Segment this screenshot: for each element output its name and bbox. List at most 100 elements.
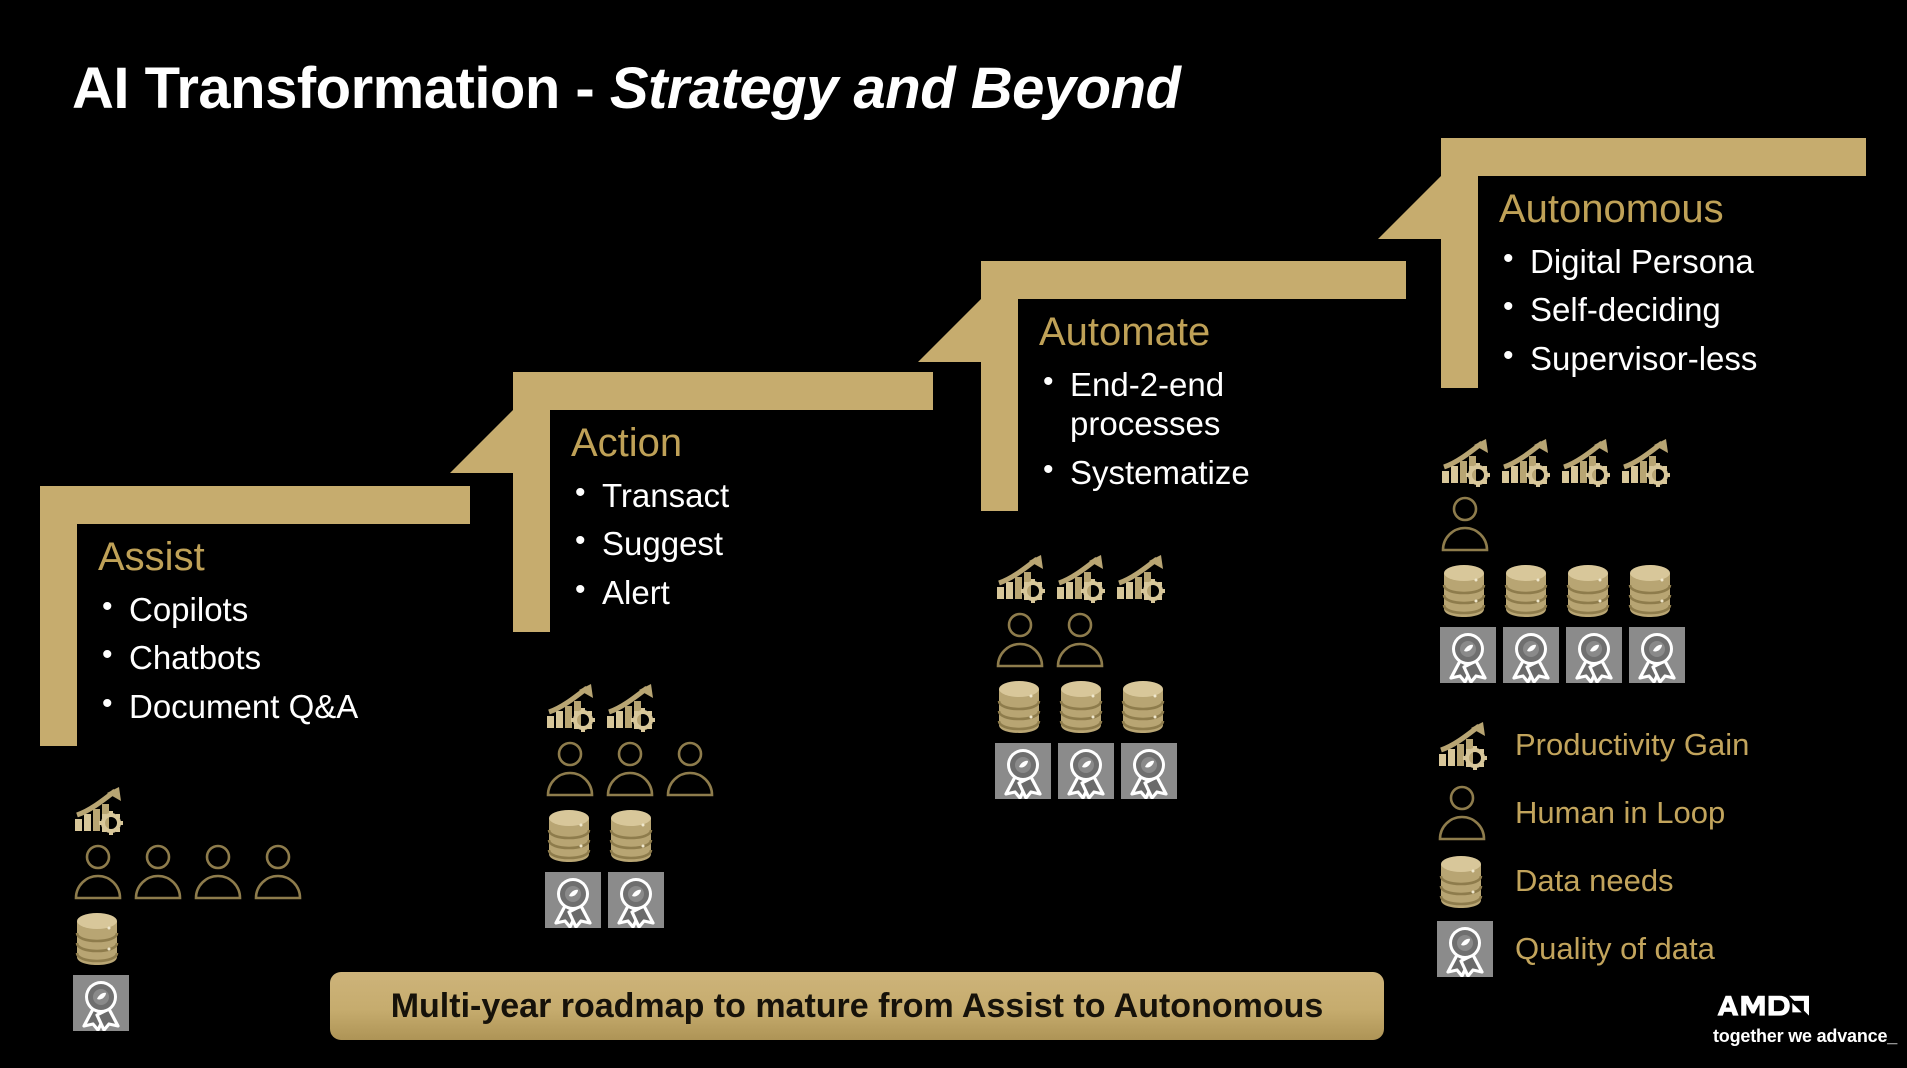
human-in-loop-icon — [133, 843, 183, 901]
step-autonomous-top-bar — [1441, 138, 1866, 176]
icon-row-human-in-loop — [545, 740, 715, 798]
step-action-top-bar — [513, 372, 933, 410]
cluster-automate — [995, 553, 1177, 807]
productivity-gain-icon — [1437, 720, 1491, 770]
page-title: AI Transformation - Strategy and Beyond — [72, 55, 1181, 122]
icon-row-quality-of-data — [995, 743, 1177, 799]
human-in-loop-icon — [1437, 784, 1487, 842]
human-in-loop-icon — [1437, 784, 1505, 842]
list-item: Transact — [571, 475, 941, 515]
icon-row-productivity-gain — [1440, 437, 1685, 487]
list-item: Suggest — [571, 523, 941, 563]
step-automate-left-bar — [981, 261, 1018, 511]
step-automate-body: Automate End-2-end processes Systematize — [1039, 311, 1319, 492]
human-in-loop-icon — [253, 843, 303, 901]
icon-row-productivity-gain — [995, 553, 1177, 603]
quality-of-data-icon — [1437, 921, 1493, 977]
quality-of-data-icon — [608, 872, 664, 928]
productivity-gain-icon — [1055, 553, 1109, 603]
icon-row-human-in-loop — [1440, 495, 1685, 553]
quality-of-data-icon — [1058, 743, 1114, 799]
legend-label: Productivity Gain — [1515, 727, 1750, 762]
amd-tagline: together we advance_ — [1713, 1026, 1898, 1046]
icon-row-human-in-loop — [73, 843, 303, 901]
step-autonomous-bullets: Digital Persona Self-deciding Supervisor… — [1499, 241, 1829, 378]
cluster-assist — [73, 785, 303, 1039]
step-action-connector-arrow — [450, 410, 513, 473]
step-autonomous-left-bar — [1441, 138, 1478, 388]
step-action-title: Action — [571, 421, 683, 465]
step-automate-bullets: End-2-end processes Systematize — [1039, 364, 1319, 492]
legend-label: Data needs — [1515, 863, 1674, 898]
human-in-loop-icon — [665, 740, 715, 798]
cluster-autonomous — [1440, 437, 1685, 691]
data-needs-icon — [1119, 677, 1167, 735]
data-needs-icon — [1437, 852, 1505, 910]
page-title-main: AI Transformation - — [72, 56, 610, 121]
cluster-action — [545, 682, 715, 936]
data-needs-icon — [1626, 561, 1674, 619]
amd-wordmark-icon — [1717, 995, 1809, 1016]
icon-row-productivity-gain — [73, 785, 303, 835]
list-item: Digital Persona — [1499, 241, 1829, 281]
step-assist[interactable]: Assist Copilots Chatbots Document Q&A — [40, 486, 470, 746]
step-automate-title: Automate — [1039, 310, 1211, 354]
step-autonomous[interactable]: Autonomous Digital Persona Self-deciding… — [1378, 138, 1866, 388]
quality-of-data-icon — [1121, 743, 1177, 799]
icon-row-productivity-gain — [545, 682, 715, 732]
productivity-gain-icon — [73, 785, 127, 835]
quality-of-data-icon — [1440, 627, 1496, 683]
icon-row-data-needs — [545, 806, 715, 864]
step-assist-bullets: Copilots Chatbots Document Q&A — [98, 589, 478, 726]
step-action-bullets: Transact Suggest Alert — [571, 475, 941, 612]
quality-of-data-icon — [995, 743, 1051, 799]
list-item: Alert — [571, 572, 941, 612]
icon-row-quality-of-data — [545, 872, 715, 928]
productivity-gain-icon — [995, 553, 1049, 603]
quality-of-data-icon — [1566, 627, 1622, 683]
step-automate-connector-arrow — [918, 299, 981, 362]
icon-row-human-in-loop — [995, 611, 1177, 669]
list-item: Document Q&A — [98, 686, 478, 726]
human-in-loop-icon — [193, 843, 243, 901]
step-action-left-bar — [513, 372, 550, 632]
productivity-gain-icon — [1560, 437, 1614, 487]
data-needs-icon — [607, 806, 655, 864]
data-needs-icon — [1437, 852, 1485, 910]
data-needs-icon — [1057, 677, 1105, 735]
legend-row-human-in-loop: Human in Loop — [1437, 784, 1749, 842]
productivity-gain-icon — [1440, 437, 1494, 487]
quality-of-data-icon — [1629, 627, 1685, 683]
data-needs-icon — [1564, 561, 1612, 619]
legend-label: Quality of data — [1515, 931, 1715, 966]
step-autonomous-body: Autonomous Digital Persona Self-deciding… — [1499, 188, 1829, 378]
list-item: Supervisor-less — [1499, 338, 1829, 378]
roadmap-banner-text: Multi-year roadmap to mature from Assist… — [390, 986, 1324, 1025]
step-autonomous-connector-arrow — [1378, 176, 1441, 239]
data-needs-icon — [1440, 561, 1488, 619]
productivity-gain-icon — [1500, 437, 1554, 487]
step-automate[interactable]: Automate End-2-end processes Systematize — [918, 261, 1406, 511]
legend-label: Human in Loop — [1515, 795, 1726, 830]
quality-of-data-icon — [1503, 627, 1559, 683]
amd-logo: together we advance_ — [1713, 995, 1897, 1047]
quality-of-data-icon — [1437, 921, 1505, 977]
list-item: End-2-end processes — [1039, 364, 1319, 444]
human-in-loop-icon — [605, 740, 655, 798]
step-autonomous-title: Autonomous — [1499, 187, 1724, 231]
quality-of-data-icon — [73, 975, 129, 1031]
data-needs-icon — [1502, 561, 1550, 619]
human-in-loop-icon — [545, 740, 595, 798]
human-in-loop-icon — [1440, 495, 1490, 553]
productivity-gain-icon — [1115, 553, 1169, 603]
roadmap-banner: Multi-year roadmap to mature from Assist… — [330, 972, 1384, 1040]
page-title-italic: Strategy and Beyond — [609, 56, 1181, 121]
step-assist-body: Assist Copilots Chatbots Document Q&A — [98, 536, 478, 726]
productivity-gain-icon — [605, 682, 659, 732]
productivity-gain-icon — [1437, 720, 1505, 770]
step-assist-left-bar — [40, 486, 77, 746]
icon-row-data-needs — [73, 909, 303, 967]
list-item: Self-deciding — [1499, 289, 1829, 329]
step-action[interactable]: Action Transact Suggest Alert — [450, 372, 933, 632]
